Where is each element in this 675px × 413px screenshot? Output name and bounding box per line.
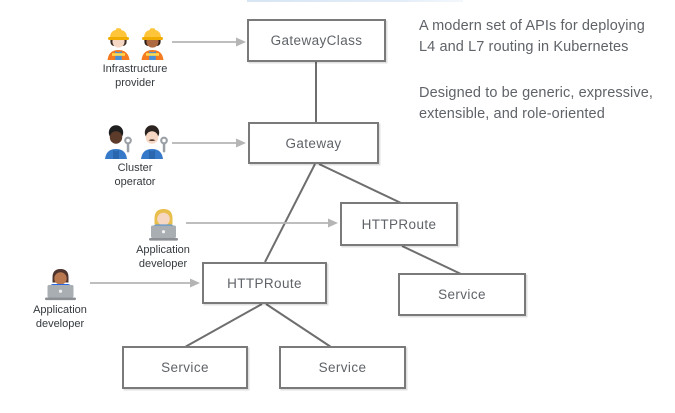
woman-construction-worker-medium-dark-skin-icon xyxy=(141,28,163,60)
node-httproute-right-label: HTTPRoute xyxy=(361,216,437,232)
edge-gateway-httproute-right xyxy=(318,163,402,204)
node-gatewayclass: GatewayClass xyxy=(247,19,386,62)
node-service-bottom-mid: Service xyxy=(279,346,406,389)
infrastructure-provider-label: Infrastructure provider xyxy=(102,63,168,89)
infrastructure-provider-icons xyxy=(105,25,166,60)
node-httproute-left: HTTPRoute xyxy=(202,262,327,304)
intro-p1-line2: L4 and L7 routing in Kubernetes xyxy=(419,39,629,55)
node-service-bottom-left: Service xyxy=(122,346,248,389)
application-developer-top-label: Application developer xyxy=(136,244,190,270)
node-gatewayclass-label: GatewayClass xyxy=(270,33,363,48)
mechanic-dark-skin-icon xyxy=(104,125,132,159)
persona-infrastructure-provider: Infrastructure provider xyxy=(89,25,181,90)
persona-cluster-operator: Cluster operator xyxy=(89,123,181,189)
arrow-application-developer-to-httproute-right xyxy=(186,218,338,228)
edge-httproute-left-service-mid xyxy=(265,303,332,348)
intro-paragraph-1: A modern set of APIs for deploying L4 an… xyxy=(419,16,675,58)
application-developer-bottom-label: Application developer xyxy=(33,304,87,330)
intro-p2-line1: Designed to be generic, expressive, xyxy=(419,85,654,101)
intro-p2-line2: extensible, and role-oriented xyxy=(419,106,605,122)
node-service-bottom-mid-label: Service xyxy=(318,360,367,375)
node-service-right: Service xyxy=(398,273,526,316)
intro-paragraph-2: Designed to be generic, expressive, exte… xyxy=(419,83,675,125)
node-gateway: Gateway xyxy=(248,122,379,164)
man-mechanic-light-skin-icon xyxy=(140,125,168,159)
node-httproute-right: HTTPRoute xyxy=(340,202,458,246)
woman-construction-worker-light-skin-icon xyxy=(107,28,129,60)
application-developer-bottom-icons xyxy=(42,265,79,301)
intro-p1-line1: A modern set of APIs for deploying xyxy=(419,18,645,34)
man-technologist-medium-skin-icon xyxy=(44,269,76,301)
arrow-application-developer-to-httproute-left xyxy=(90,278,200,288)
persona-application-developer-bottom: Application developer xyxy=(27,265,93,331)
node-httproute-left-label: HTTPRoute xyxy=(227,275,302,291)
node-service-right-label: Service xyxy=(438,287,486,302)
intro-text: A modern set of APIs for deploying L4 an… xyxy=(419,16,675,150)
edge-httproute-left-service-left xyxy=(184,303,263,348)
edge-gateway-httproute-left xyxy=(264,163,316,263)
cluster-operator-label: Cluster operator xyxy=(114,162,156,188)
top-divider-rule xyxy=(247,0,463,2)
arrow-cluster-operator-to-gateway xyxy=(172,138,246,148)
persona-application-developer-top: Application developer xyxy=(130,204,196,271)
application-developer-top-icons xyxy=(147,204,180,241)
edge-httproute-right-service xyxy=(401,245,462,275)
node-gateway-label: Gateway xyxy=(285,135,342,151)
woman-technologist-blonde-icon xyxy=(148,209,178,241)
node-service-bottom-left-label: Service xyxy=(161,360,209,375)
arrow-infrastructure-provider-to-gatewayclass xyxy=(172,37,246,47)
cluster-operator-icons xyxy=(103,123,168,159)
